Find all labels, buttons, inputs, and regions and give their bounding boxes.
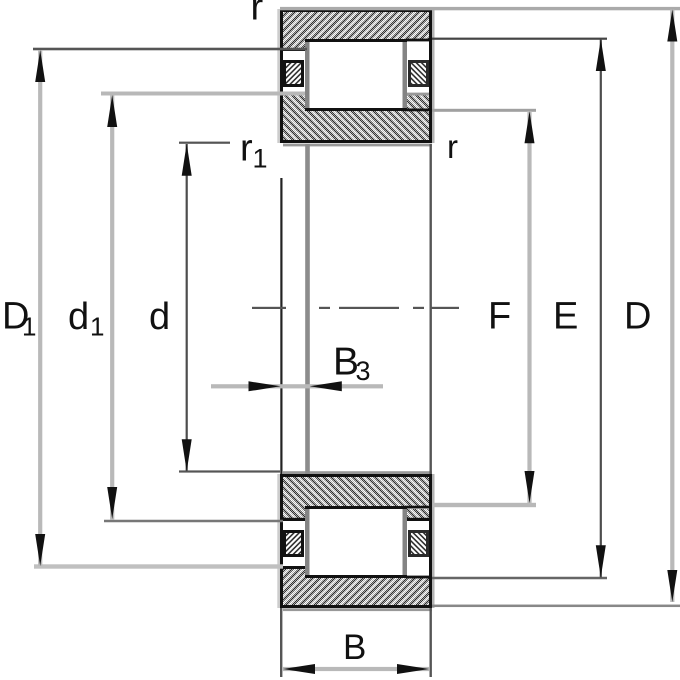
svg-text:r: r (447, 128, 458, 165)
svg-text:1: 1 (22, 312, 36, 342)
svg-text:D: D (2, 296, 29, 338)
svg-text:B: B (333, 341, 359, 384)
svg-text:r: r (251, 0, 264, 29)
svg-text:B: B (343, 628, 366, 667)
svg-text:E: E (553, 296, 578, 338)
svg-text:3: 3 (356, 356, 371, 386)
svg-text:1: 1 (253, 144, 268, 174)
svg-text:r: r (240, 128, 253, 170)
svg-text:F: F (488, 296, 511, 338)
svg-text:d: d (149, 296, 170, 338)
svg-text:1: 1 (90, 312, 104, 342)
svg-text:D: D (624, 296, 651, 338)
svg-text:d: d (68, 296, 89, 338)
